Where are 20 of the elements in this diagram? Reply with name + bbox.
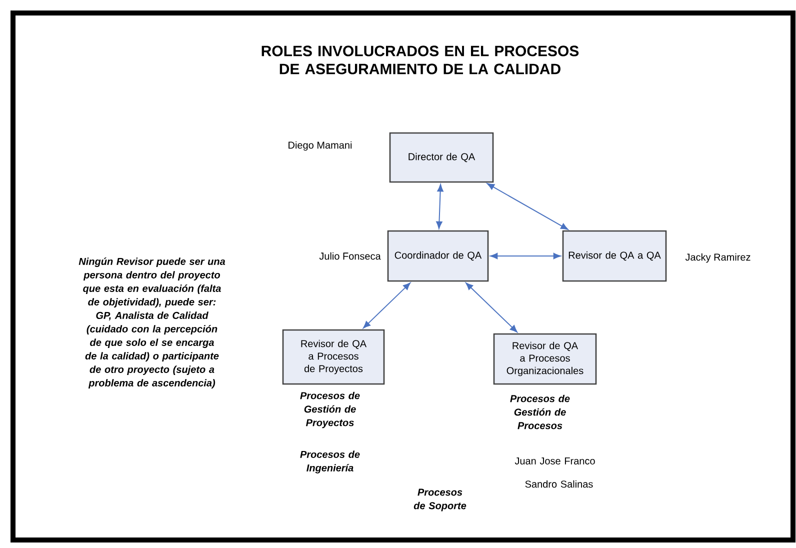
person-name: Julio Fonseca (319, 252, 381, 260)
title: ROLES INVOLUCRADOS EN EL PROCESOS DE ASEGURAMIENTO DE LA CALIDAD (262, 46, 579, 74)
note-text: Procesos de Gestión de Procesos (510, 394, 570, 430)
note-text: Sandro Salinas (525, 480, 593, 488)
arrow (466, 282, 518, 332)
role-box: Revisor de QA a QA (562, 230, 667, 282)
arrow (490, 252, 561, 260)
arrow (486, 183, 568, 230)
role-box: Revisor de QA a Procesos Organizacionales (493, 333, 597, 385)
role-box: Revisor de QA a Procesos de Proyectos (282, 329, 385, 385)
note-text: Ningún Revisor puede ser una persona dentro del proyecto que esta en evaluación (falta de objetividad), puede ser: GP, Analista de Calidad (cuidado con la percepción de que solo el se encarga de la calidad) o participante de otro proyecto (sujeto a problema de ascendencia) (78, 258, 226, 388)
note-text: Procesos de Ingeniería (300, 450, 360, 474)
role-box: Director de QA (389, 132, 494, 183)
arrow (436, 184, 444, 229)
person-name: Jacky Ramirez (685, 253, 750, 263)
note-text: Juan Jose Franco (514, 458, 595, 464)
arrow (363, 282, 411, 328)
person-name: Diego Mamani (288, 141, 352, 151)
note-text: Procesos de Soporte (414, 488, 466, 512)
role-box: Coordinador de QA (387, 230, 489, 282)
